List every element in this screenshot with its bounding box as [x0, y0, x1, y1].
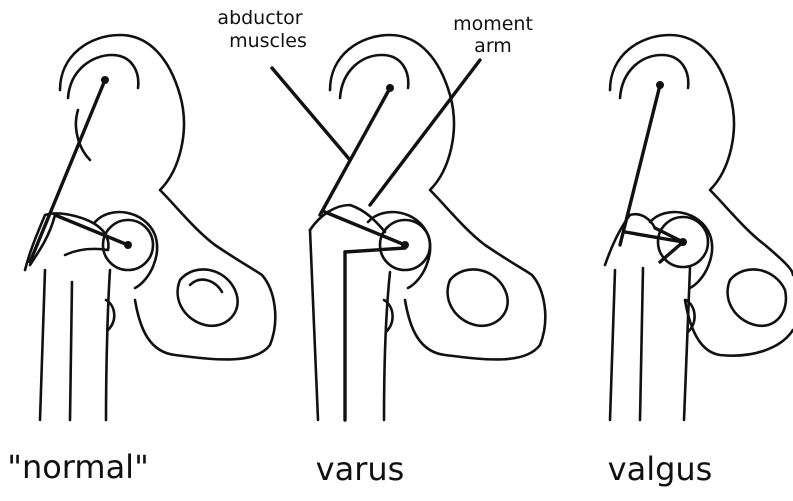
varus-iliac-point — [386, 84, 394, 92]
valgus-pelvis-lower — [685, 300, 793, 356]
moment-arm-label-line2: arm — [474, 35, 512, 57]
varus-iliac-inner — [340, 55, 408, 98]
valgus-greater-trochanter — [605, 214, 655, 265]
varus-greater-trochanter — [310, 205, 385, 232]
valgus-hip-center — [679, 238, 687, 246]
varus-lever-line — [325, 212, 405, 245]
valgus-hip-figure — [605, 35, 793, 420]
varus-femur-neck — [345, 248, 405, 252]
caption-normal: "normal" — [7, 448, 149, 486]
varus-femur-shaft-right — [384, 272, 390, 420]
normal-obturator-foramen — [178, 269, 238, 325]
varus-femur-lateral — [310, 230, 318, 420]
normal-pelvis-outline — [60, 35, 275, 359]
valgus-iliac-point — [656, 81, 664, 89]
normal-hip-center — [124, 241, 132, 249]
normal-iliac-point — [101, 76, 109, 84]
varus-hip-center — [401, 241, 409, 249]
normal-femur-neck — [65, 228, 108, 255]
varus-obturator-foramen — [448, 269, 508, 325]
normal-foramen-inner — [190, 280, 222, 292]
valgus-iliac-inner — [620, 55, 688, 98]
abductor-pointer-line — [272, 68, 350, 160]
valgus-femur-lateral — [610, 270, 615, 420]
moment-arm-label-line1: moment — [453, 13, 533, 35]
varus-pelvis-outline — [330, 35, 545, 359]
varus-abductor-line — [320, 88, 390, 215]
valgus-abductor-line — [620, 85, 660, 245]
valgus-femur-shaft-left — [640, 268, 643, 420]
valgus-pelvis-outline — [610, 35, 793, 275]
valgus-obturator-foramen — [728, 269, 786, 325]
varus-hip-figure — [310, 35, 545, 420]
normal-femur-shaft-right — [106, 270, 110, 420]
abductor-label-line2: muscles — [229, 30, 307, 52]
normal-femur-shaft-left — [70, 282, 72, 420]
valgus-femur-shaft-right — [684, 268, 690, 420]
caption-valgus: valgus — [608, 450, 713, 488]
caption-varus: varus — [316, 450, 405, 488]
normal-lever-line — [55, 215, 128, 245]
normal-femur-greater-trochanter — [25, 213, 100, 270]
normal-hip-figure — [25, 35, 275, 420]
moment-arm-pointer-line — [370, 60, 480, 205]
abductor-label-line1: abductor — [217, 7, 302, 29]
normal-abductor-line — [30, 80, 105, 262]
